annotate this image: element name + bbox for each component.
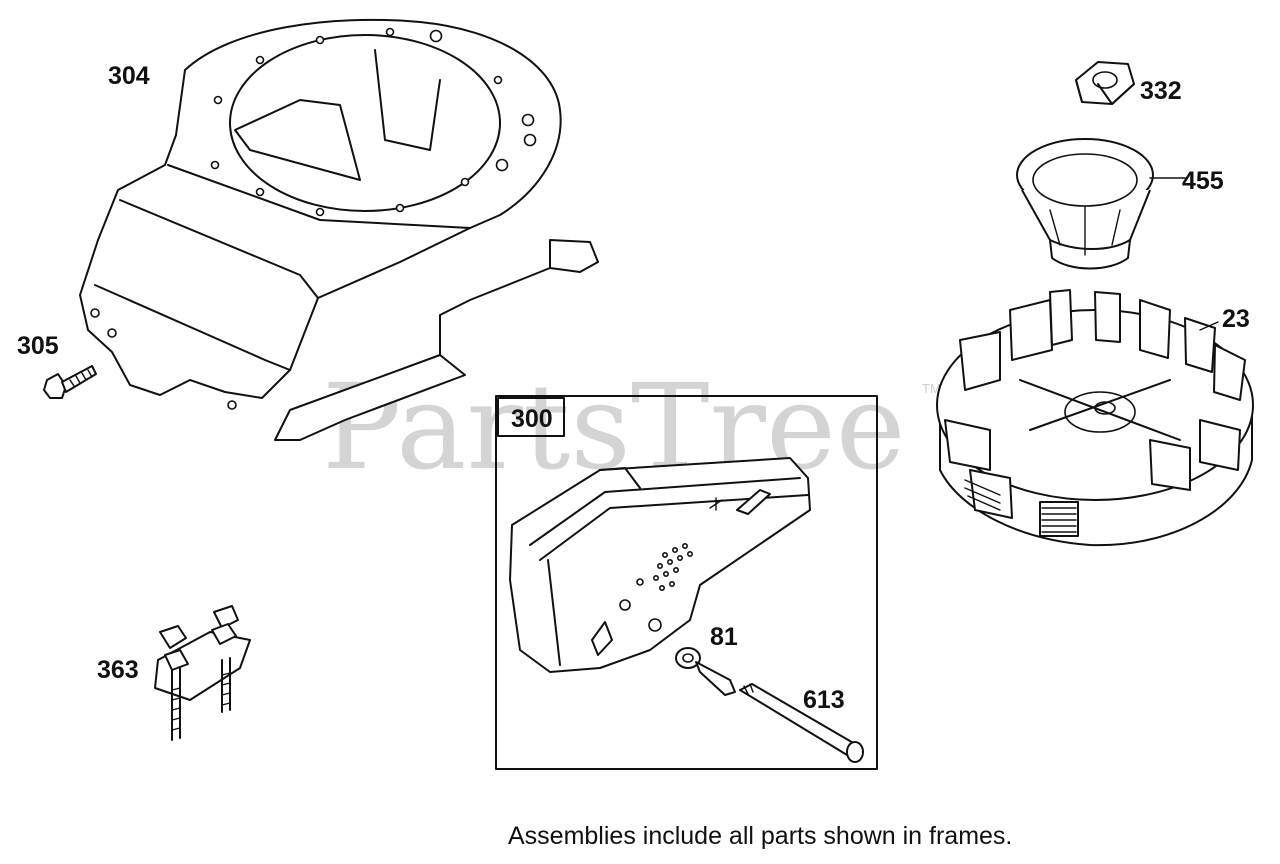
muffler-vent-holes — [652, 542, 693, 591]
part-455-cup[interactable] — [1016, 138, 1154, 270]
part-labels: 304 305 363 332 455 23 300 81 613 — [17, 62, 1250, 714]
part-305-bolt[interactable] — [43, 365, 97, 399]
label-455[interactable]: 455 — [1182, 167, 1224, 195]
label-81[interactable]: 81 — [710, 623, 738, 651]
leader-lines — [1149, 177, 1219, 331]
footer-note: Assemblies include all parts shown in fr… — [508, 822, 1012, 850]
part-81-washer[interactable] — [675, 647, 736, 696]
part-363-bracket[interactable] — [154, 605, 251, 741]
part-613-screw[interactable] — [739, 683, 864, 763]
part-332-nut[interactable] — [1075, 61, 1135, 105]
part-304-shroud[interactable] — [79, 18, 599, 441]
label-300[interactable]: 300 — [511, 405, 553, 433]
watermark-trademark: TM — [922, 381, 941, 396]
label-305[interactable]: 305 — [17, 332, 59, 360]
label-304[interactable]: 304 — [108, 62, 150, 90]
muffler-assembly-frame[interactable] — [495, 395, 878, 770]
label-363[interactable]: 363 — [97, 656, 139, 684]
label-332[interactable]: 332 — [1140, 77, 1182, 105]
label-613[interactable]: 613 — [803, 686, 845, 714]
label-23[interactable]: 23 — [1222, 305, 1250, 333]
part-23-flywheel[interactable] — [936, 289, 1254, 547]
part-300-muffler[interactable] — [509, 457, 811, 673]
